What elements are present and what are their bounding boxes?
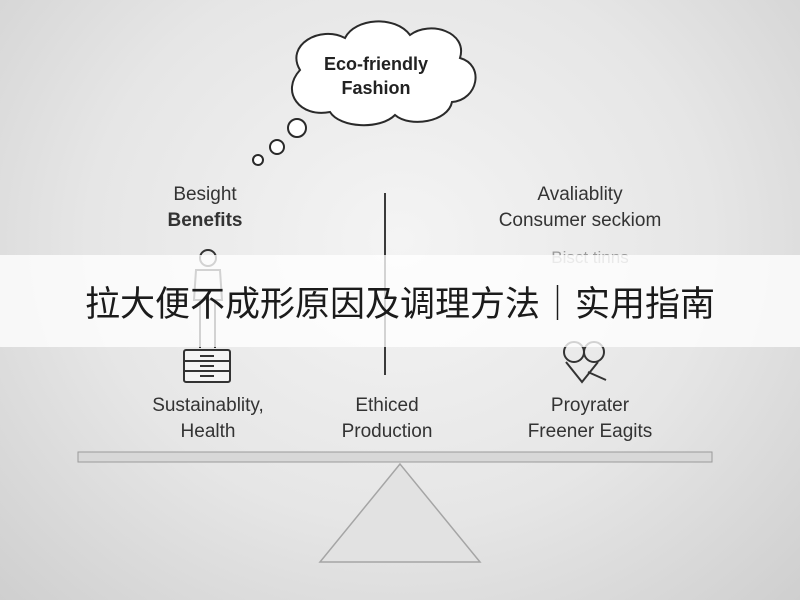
- right-top-line-1: Avaliablity: [537, 184, 623, 205]
- banner-title: 拉大便不成形原因及调理方法｜实用指南: [84, 284, 715, 325]
- thought-line-1: Eco-friendly: [323, 54, 429, 74]
- right-bottom-label: Proyrater Freener Eagits: [490, 393, 690, 445]
- thought-bubble-text: Eco-friendly Fashion: [296, 52, 456, 100]
- title-banner: 拉大便不成形原因及调理方法｜实用指南: [0, 255, 800, 347]
- left-bottom-line-1: Sustainablity,: [152, 395, 264, 416]
- left-top-line-1: Besight: [173, 184, 237, 205]
- center-bottom-label: Ethiced Production: [312, 393, 462, 445]
- center-bottom-line-1: Ethiced: [355, 395, 419, 416]
- left-bottom-label: Sustainablity, Health: [118, 393, 298, 445]
- right-bottom-line-1: Proyrater: [550, 395, 630, 416]
- left-bottom-line-2: Health: [180, 421, 236, 442]
- left-top-label: Besight Benefits: [120, 182, 290, 234]
- right-bottom-line-2: Freener Eagits: [527, 421, 653, 442]
- thought-dots: [252, 118, 307, 166]
- center-bottom-line-2: Production: [341, 421, 433, 442]
- stacked-drawers-icon: [183, 349, 231, 383]
- thought-cloud-icon: [290, 20, 477, 127]
- hands-gesture-icon: [563, 341, 607, 384]
- thought-line-2: Fashion: [341, 78, 411, 98]
- right-top-line-2: Consumer seckiom: [498, 210, 662, 231]
- seesaw-fulcrum-icon: [318, 462, 482, 563]
- seesaw-plank: [77, 451, 713, 463]
- left-top-line-2: Benefits: [167, 210, 243, 231]
- right-top-label: Avaliablity Consumer seckiom: [460, 182, 700, 234]
